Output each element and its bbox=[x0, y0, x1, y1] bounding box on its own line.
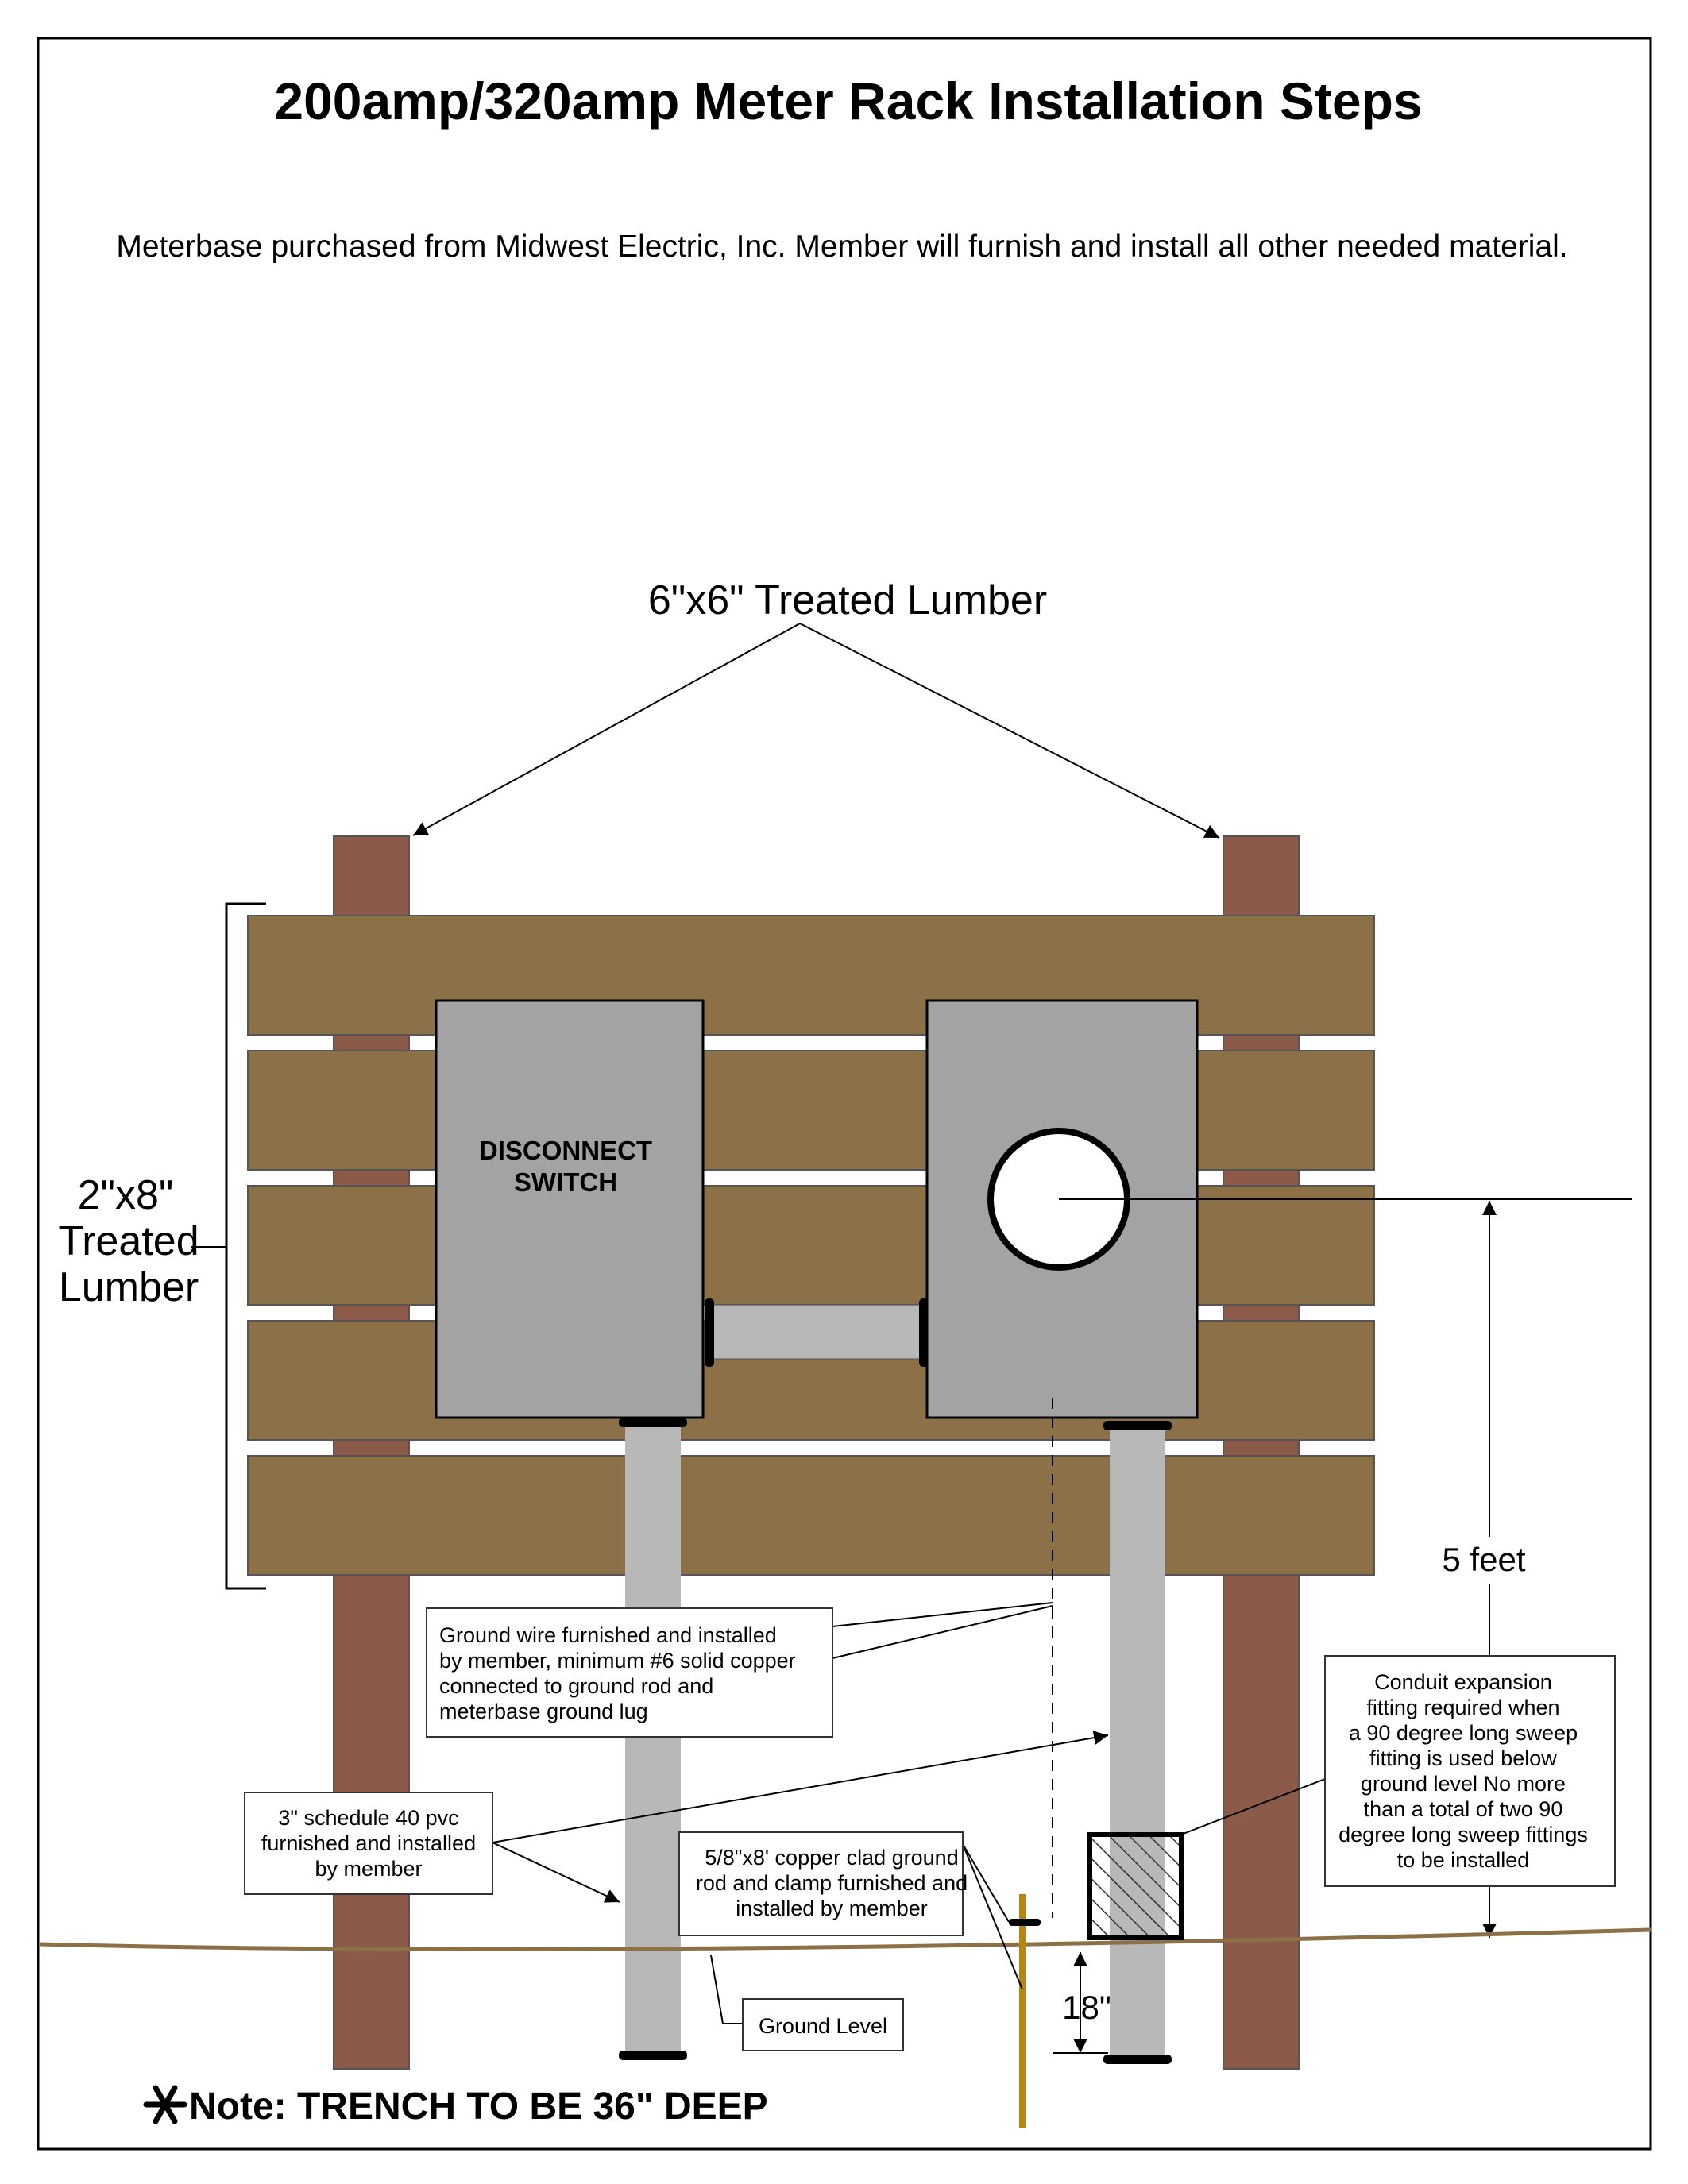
ground-level-line bbox=[39, 1927, 1651, 1951]
disconnect-switch-box bbox=[435, 999, 705, 1419]
disconnect-label-line1: DISCONNECT bbox=[479, 1136, 652, 1165]
leader-ground-wire-bottom bbox=[832, 1605, 1053, 1659]
note-expansion-line7: degree long sweep fittings bbox=[1338, 1823, 1588, 1846]
label-18-inches: 18" bbox=[1062, 1989, 1111, 2026]
note-box-expansion bbox=[1324, 1655, 1616, 1887]
note-pvc-line2: furnished and installed bbox=[261, 1831, 476, 1855]
leader-ground-rod-2 bbox=[962, 1843, 1010, 1923]
pipe-right bbox=[1110, 1428, 1165, 2059]
board-2 bbox=[247, 1050, 1375, 1171]
note-expansion-line2: fitting required when bbox=[1366, 1696, 1559, 1719]
pipe-right-cap-top bbox=[1103, 1421, 1172, 1430]
note-expansion-line5: ground level No more bbox=[1361, 1772, 1566, 1796]
disconnect-label-line2: SWITCH bbox=[514, 1167, 617, 1197]
note-box-pvc bbox=[244, 1792, 493, 1895]
asterisk-icon bbox=[143, 2085, 187, 2124]
connector-left bbox=[705, 1298, 714, 1367]
dimension-5ft-bg bbox=[1430, 1537, 1549, 1584]
board-5 bbox=[247, 1455, 1375, 1576]
note-ground-wire-line4: meterbase ground lug bbox=[439, 1700, 648, 1723]
post-right bbox=[1223, 835, 1300, 2070]
ground-rod-clamp bbox=[1009, 1919, 1041, 1926]
note-box-ground-level bbox=[742, 1998, 904, 2051]
note-pvc-line1: 3" schedule 40 pvc bbox=[278, 1806, 458, 1830]
trench-note: Note: TRENCH TO BE 36" DEEP bbox=[189, 2086, 768, 2128]
pipe-left bbox=[625, 1424, 681, 2055]
note-ground-rod-line1: 5/8"x8' copper clad ground bbox=[705, 1846, 958, 1870]
note-box-ground-rod bbox=[678, 1831, 964, 1936]
leader-ground-wire-top bbox=[832, 1602, 1053, 1627]
expansion-fitting bbox=[1087, 1832, 1184, 1940]
note-box-ground-wire bbox=[426, 1607, 833, 1738]
pipe-left-cap-bottom bbox=[619, 2051, 687, 2060]
note-expansion-line3: a 90 degree long sweep bbox=[1349, 1721, 1578, 1745]
note-ground-wire-line2: by member, minimum #6 solid copper bbox=[439, 1649, 796, 1673]
arrow-6x6-left bbox=[412, 623, 801, 836]
note-expansion-line6: than a total of two 90 bbox=[1364, 1797, 1563, 1821]
leader-pvc-right bbox=[492, 1731, 1109, 1843]
note-expansion-line1: Conduit expansion bbox=[1374, 1670, 1552, 1694]
label-2x8-line1: 2"x8" bbox=[78, 1172, 174, 1218]
connecting-conduit bbox=[712, 1304, 924, 1360]
note-ground-wire-line3: connected to ground rod and bbox=[439, 1674, 713, 1698]
page-subtitle: Meterbase purchased from Midwest Electri… bbox=[116, 230, 1567, 264]
pipe-right-cap-bottom bbox=[1103, 2055, 1172, 2064]
label-2x8-line2: Treated bbox=[58, 1218, 199, 1264]
note-pvc-line3: by member bbox=[315, 1857, 422, 1881]
board-3 bbox=[247, 1185, 1375, 1306]
board-1 bbox=[247, 915, 1375, 1036]
note-ground-rod-line3: installed by member bbox=[736, 1897, 928, 1920]
label-ground-level: Ground Level bbox=[759, 2014, 887, 2038]
label-6x6-lumber: 6"x6" Treated Lumber bbox=[648, 577, 1047, 623]
note-ground-rod-line2: rod and clamp furnished and bbox=[696, 1871, 968, 1895]
note-expansion-line8: to be installed bbox=[1397, 1848, 1530, 1872]
label-2x8-line3: Lumber bbox=[59, 1264, 199, 1310]
arrow-6x6-right bbox=[799, 623, 1220, 839]
note-expansion-line4: fitting is used below bbox=[1369, 1746, 1557, 1770]
leader-expansion bbox=[1180, 1778, 1326, 1835]
leader-ground-level bbox=[710, 1954, 743, 2024]
page-title: 200amp/320amp Meter Rack Installation St… bbox=[274, 71, 1422, 130]
label-5-feet: 5 feet bbox=[1442, 1541, 1525, 1578]
leader-ground-rod bbox=[962, 1843, 1023, 1990]
note-ground-wire-line1: Ground wire furnished and installed bbox=[439, 1623, 777, 1647]
leader-pvc-left bbox=[492, 1842, 620, 1903]
pipe-left-cap-top bbox=[619, 1418, 687, 1427]
